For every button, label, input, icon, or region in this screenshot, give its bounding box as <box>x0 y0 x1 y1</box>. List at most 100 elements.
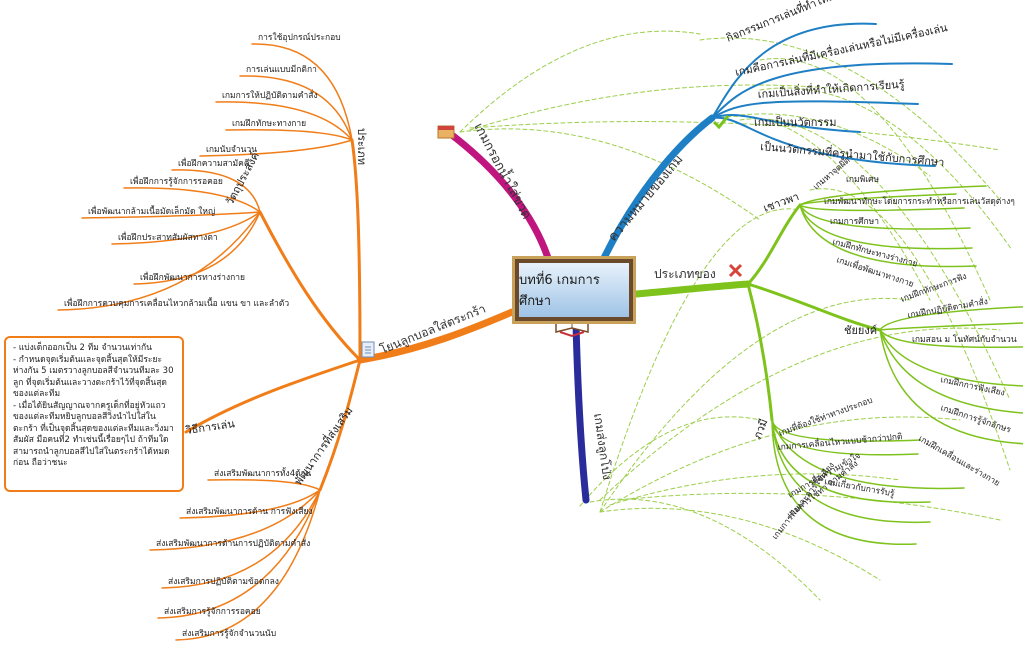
types-leaf-line <box>771 419 931 524</box>
meaning-item: เกมเป็นสิ่งที่ทำให้เกิดการเรียนรู้ <box>757 76 905 101</box>
throw-item: เพื่อฝึกประสาทสัมผัสทางตา <box>118 231 218 243</box>
dashed-link <box>699 37 1001 201</box>
calendar-icon <box>437 125 455 139</box>
dashed-link <box>469 84 851 131</box>
types-leaf-line <box>771 419 917 545</box>
throw-item: ส่งเสริมพัฒนาการทั้ง4ด้าน <box>214 467 311 479</box>
throw-item: การเล่นแบบมีกติกา <box>246 64 317 75</box>
types-group-name: ชัยยงค์ <box>844 324 877 337</box>
check-icon <box>712 115 730 130</box>
types-branch-line <box>632 280 752 298</box>
throw-leaf-line <box>123 187 261 213</box>
throw-group-name: วิธีการเล่น <box>184 417 236 437</box>
types-leaf-line <box>799 204 971 230</box>
throw-item: เพื่อฝึกความสามัคคี <box>178 157 250 169</box>
throw-item: ส่งเสริมการรู้จักการรอคอย <box>164 606 261 617</box>
throw-item: ส่งเสริมพัฒนาการด้าน การฟังเสียง <box>186 506 313 517</box>
throw-leaf-line <box>215 101 353 141</box>
throw-sub-line <box>318 358 362 492</box>
throw-leaf-line <box>161 489 321 589</box>
cross-icon <box>728 263 743 278</box>
throw-leaf-line <box>207 478 321 491</box>
types-leaf-line <box>879 329 1023 387</box>
throw-item: เพื่อฝึกการควบคุมการเคลื่อนไหวกล้ามเนื้อ… <box>64 297 289 309</box>
throw-leaf-line <box>157 489 321 619</box>
types-group-name: ภวมี <box>751 417 771 441</box>
dashed-link <box>759 87 1013 251</box>
throw-leaf-line <box>133 211 261 285</box>
note-line: - เมื่อได้ยินสัญญาณจากครูเด็กที่อยู่หัวแ… <box>13 400 174 469</box>
types-leaf-line <box>879 329 1023 349</box>
meaning-leaf-line <box>711 62 953 119</box>
throw-group-name: ประเภท <box>355 128 368 165</box>
meaning-item: เกมเป็นนวัตกรรม <box>754 115 837 129</box>
throw-branch-line <box>356 308 516 364</box>
main-branches <box>356 114 752 504</box>
dashed-link <box>599 327 1001 501</box>
dashed-link <box>599 297 911 513</box>
throw-sub-line <box>350 138 362 362</box>
throw-leaf-line <box>225 128 353 141</box>
dashed-link <box>609 473 901 506</box>
types-leaf-line <box>771 419 931 504</box>
rice-branch-line <box>444 128 552 262</box>
meaning-leaf-line <box>711 100 919 119</box>
document-icon <box>361 341 375 358</box>
dashed-link <box>809 188 1011 471</box>
central-topic-inner: บทที่6 เกมการศึกษา <box>519 263 629 317</box>
central-topic-title: บทที่6 เกมการศึกษา <box>519 273 600 309</box>
throw-item: เกมฝึกทักษะทางกาย <box>232 119 306 129</box>
types-branch-title: ประเภทของ <box>654 267 716 281</box>
types-leaf-line <box>771 419 919 456</box>
dashed-link <box>459 128 761 221</box>
throw-leaf-line <box>81 211 261 219</box>
note-line: - แบ่งเด็กออกเป็น 2 ทีม จำนวนเท่ากัน <box>13 343 152 353</box>
types-sub-line <box>746 203 802 286</box>
dashed-link <box>599 507 881 581</box>
types-item: เกมที่ต้องใช้ท่าทางประกอบ <box>777 394 874 439</box>
ball-branch-title: เกมส่งลูกโป่ง <box>590 412 614 480</box>
throw-leaf-line <box>251 43 353 141</box>
throw-item: เพื่อฝึกพัฒนาการทางร่างกาย <box>140 271 245 283</box>
throw-item: เกมนับจำนวน <box>206 145 257 155</box>
cross-links <box>459 30 1013 601</box>
types-item: เกมหาจุดผิด <box>812 156 853 193</box>
types-leaf-line <box>799 185 987 206</box>
dashed-link <box>719 115 931 301</box>
throw-sub-line <box>258 210 362 362</box>
note-line: - กำหนดจุดเริ่มต้นและจุดสิ้นสุดให้มีระยะ… <box>13 354 174 400</box>
throw-item: ส่งเสริมการรู้จักจำนวนนับ <box>182 628 276 639</box>
throw-leaf-line <box>57 211 261 311</box>
rice-branch-title: เกมกรอกน้ำใส่ขวด <box>470 119 536 221</box>
types-item: เกมสอน ม โนทัศน์กับจำนวน <box>912 334 1017 345</box>
throw-leaf-line <box>179 489 321 519</box>
throw-leaf-line <box>175 489 321 641</box>
types-sub-line <box>746 282 774 422</box>
types-item: เกมการเคลื่อนไหวแบบช้ากว่าปกติ <box>777 430 903 453</box>
types-leaf-line <box>799 204 965 212</box>
types-item: เกมฝึกการฟังเสียง <box>939 374 1006 398</box>
throw-item: การใช้อุปกรณ์ประกอบ <box>258 32 341 43</box>
throw-leaf-line <box>239 75 353 141</box>
throw-item: เพื่อฝึกการรู้จักการรอคอย <box>130 175 223 187</box>
throw-item: เกมการให้ปฏิบัติตามคำสั่ง <box>222 89 318 101</box>
dashed-link <box>589 498 821 601</box>
meaning-branch-line <box>600 114 716 262</box>
types-item: เกมฝึกการรู้จักอักษร <box>939 402 1013 435</box>
meaning-leaf-line <box>711 114 861 133</box>
dashed-link <box>469 121 1001 151</box>
meaning-leaf-line <box>711 22 877 119</box>
dashed-link <box>719 113 931 177</box>
meaning-branch-title: ความหมายของเกม <box>606 152 687 244</box>
central-topic[interactable]: บทที่6 เกมการศึกษา <box>512 256 636 324</box>
dashed-link <box>459 30 701 133</box>
dashed-link <box>599 416 961 513</box>
types-leaf-line <box>799 204 973 250</box>
types-sub-line <box>746 282 882 332</box>
how-to-play-note[interactable]: - แบ่งเด็กออกเป็น 2 ทีม จำนวนเท่ากัน - ก… <box>4 336 184 492</box>
dashed-link <box>759 58 991 301</box>
throw-item: เพื่อพัฒนากล้ามเนื้อมัดเล็กมัด ใหญ่ <box>88 205 215 217</box>
types-item: เกมพัฒนาทักษะโดยการกระทำหรือการเล่นวัสดุ… <box>824 196 1015 207</box>
throw-leaf-line <box>111 211 261 245</box>
